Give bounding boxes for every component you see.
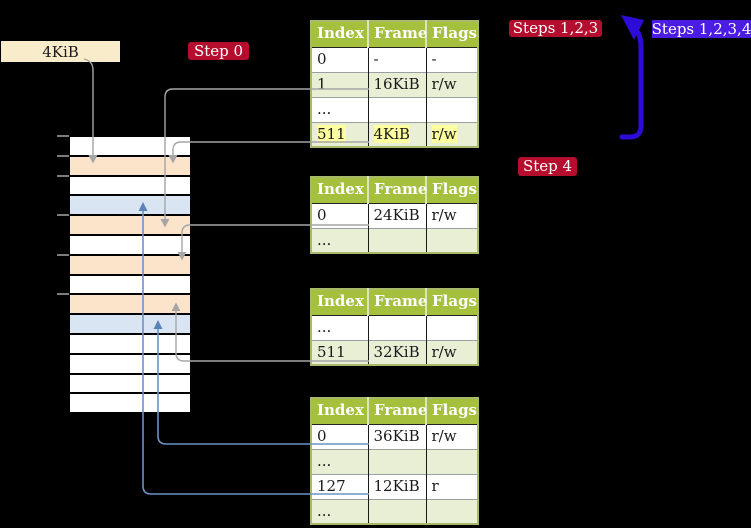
memory-row (70, 315, 190, 333)
table-cell: r/w (426, 339, 478, 365)
column-header-index: Index (311, 177, 369, 204)
table-cell: ... (311, 448, 369, 474)
table-cell: 0 (311, 202, 369, 228)
memory-row (70, 295, 190, 314)
memory-row (70, 255, 190, 274)
table-cell: 4KiB (368, 121, 427, 147)
page-table-1: Index Frame Flags 0 - - 1 16KiB r/w ... … (310, 20, 479, 148)
table-cell: r/w (426, 121, 478, 147)
column-header-flags: Flags (426, 398, 478, 425)
table-cell (426, 96, 478, 122)
highlighted-value: 4KiB (373, 124, 411, 143)
tick-mark (57, 293, 69, 296)
table-cell: - (368, 46, 427, 72)
memory-row (70, 137, 190, 155)
table-cell: 0 (311, 46, 369, 72)
table-row: 511 32KiB r/w (311, 339, 478, 365)
table-cell (368, 314, 427, 340)
table-cell (426, 227, 478, 253)
column-header-flags: Flags (426, 177, 478, 204)
memory-block-size-label: 4KiB (1, 41, 120, 62)
steps-1234-label: Steps 1,2,3,4 (651, 19, 751, 38)
table-cell: 511 (311, 339, 369, 365)
table-cell: ... (311, 314, 369, 340)
page-table-2: Index Frame Flags 0 24KiB r/w ... (310, 176, 479, 254)
table-row-highlighted: 511 4KiB r/w (311, 121, 478, 147)
table-cell: 511 (311, 121, 369, 147)
step-0-label: Step 0 (188, 42, 249, 60)
table-row: ... (311, 227, 478, 253)
tick-mark (57, 214, 69, 217)
table-cell (426, 448, 478, 474)
table-cell: - (426, 46, 478, 72)
table-cell: ... (311, 227, 369, 253)
highlighted-value: 511 (317, 124, 346, 143)
table-cell: 1 (311, 71, 369, 97)
table-cell (368, 448, 427, 474)
tick-mark (57, 253, 69, 256)
table-row: ... (311, 448, 478, 474)
column-header-flags: Flags (426, 21, 478, 48)
tick-mark (57, 174, 69, 177)
table-cell: ... (311, 96, 369, 122)
memory-row (70, 156, 190, 175)
table-cell: 0 (311, 423, 369, 449)
tick-mark (57, 135, 69, 137)
table-cell: 16KiB (368, 71, 427, 97)
memory-row (70, 176, 190, 195)
table-cell (368, 498, 427, 524)
table-cell: 127 (311, 473, 369, 499)
table-row: 0 - - (311, 46, 478, 72)
table-cell: 12KiB (368, 473, 427, 499)
column-header-flags: Flags (426, 289, 478, 316)
table-header-row: Index Frame Flags (311, 177, 478, 204)
table-cell: r/w (426, 71, 478, 97)
tick-mark (57, 154, 69, 157)
column-header-index: Index (311, 21, 369, 48)
column-header-index: Index (311, 398, 369, 425)
memory-row (70, 216, 190, 234)
table-header-row: Index Frame Flags (311, 398, 478, 425)
step-4-label: Step 4 (518, 157, 577, 176)
table-cell (368, 227, 427, 253)
memory-row (70, 196, 190, 215)
table-cell (426, 498, 478, 524)
table-cell: ... (311, 498, 369, 524)
column-header-frame: Frame (368, 398, 427, 425)
table-cell: 36KiB (368, 423, 427, 449)
table-row: 1 16KiB r/w (311, 71, 478, 97)
table-cell (368, 96, 427, 122)
table-cell: r/w (426, 202, 478, 228)
table-row: 0 24KiB r/w (311, 202, 478, 228)
column-header-index: Index (311, 289, 369, 316)
table-row: ... (311, 314, 478, 340)
table-row: 127 12KiB r (311, 473, 478, 499)
table-cell (426, 314, 478, 340)
column-header-frame: Frame (368, 21, 427, 48)
table-header-row: Index Frame Flags (311, 21, 478, 48)
table-cell: r (426, 473, 478, 499)
highlighted-value: r/w (431, 124, 457, 143)
table-cell: r/w (426, 423, 478, 449)
memory-row (70, 236, 190, 254)
memory-row (70, 394, 190, 413)
page-table-3: Index Frame Flags ... 511 32KiB r/w (310, 288, 479, 366)
page-table-4: Index Frame Flags 0 36KiB r/w ... 127 12… (310, 397, 479, 525)
memory-row (70, 335, 190, 353)
memory-row (70, 275, 190, 294)
table-header-row: Index Frame Flags (311, 289, 478, 316)
table-cell: 24KiB (368, 202, 427, 228)
table-row: 0 36KiB r/w (311, 423, 478, 449)
table-row: ... (311, 498, 478, 524)
memory-row (70, 374, 190, 393)
memory-row (70, 354, 190, 373)
table-cell: 32KiB (368, 339, 427, 365)
steps-123-label: Steps 1,2,3 (509, 20, 602, 37)
steps-loop-arrow-icon (619, 15, 644, 140)
table-row: ... (311, 96, 478, 122)
column-header-frame: Frame (368, 177, 427, 204)
column-header-frame: Frame (368, 289, 427, 316)
